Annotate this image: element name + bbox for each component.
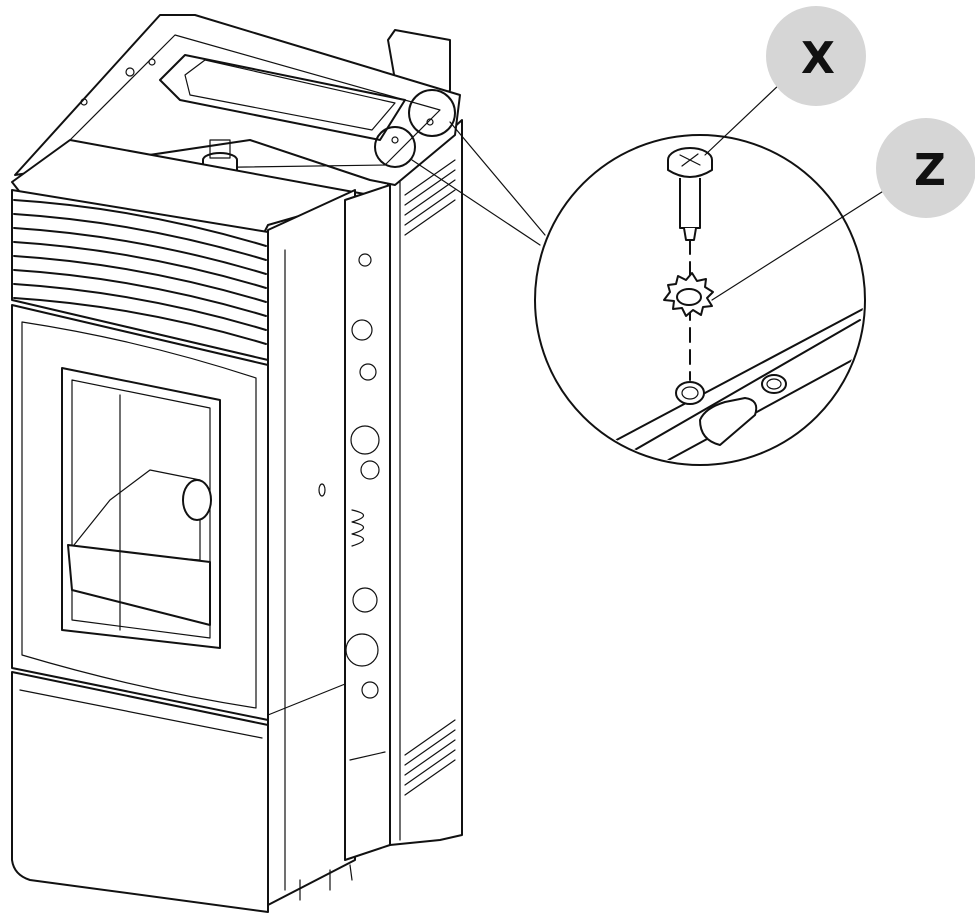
screw-location-highlight: [374, 89, 456, 168]
magnifier-leader-line-lower: [411, 159, 541, 246]
lower-front-panel: [11, 671, 269, 913]
callout-z-label: Z: [914, 145, 946, 196]
lock-washer-z: [663, 272, 714, 317]
callout-z: Z: [876, 118, 975, 218]
callout-x-label: X: [801, 33, 835, 84]
inner-side-wall: [267, 189, 356, 906]
pellet-stove: [11, 14, 463, 913]
front-door: [11, 304, 269, 721]
magnifier-leader-line-upper: [449, 121, 546, 236]
screw-x: [667, 147, 713, 241]
callout-x: X: [766, 6, 866, 106]
stove-top-frame: [14, 14, 461, 222]
detail-magnifier: [534, 64, 886, 466]
callout-z-leader-line: [711, 189, 886, 301]
screw-hole: [675, 381, 705, 405]
callout-x-bubble: [766, 6, 866, 106]
internal-components: [344, 184, 391, 861]
adjacent-hole: [761, 374, 787, 394]
callout-z-bubble: [876, 118, 975, 218]
stove-side-panel: [387, 119, 463, 846]
